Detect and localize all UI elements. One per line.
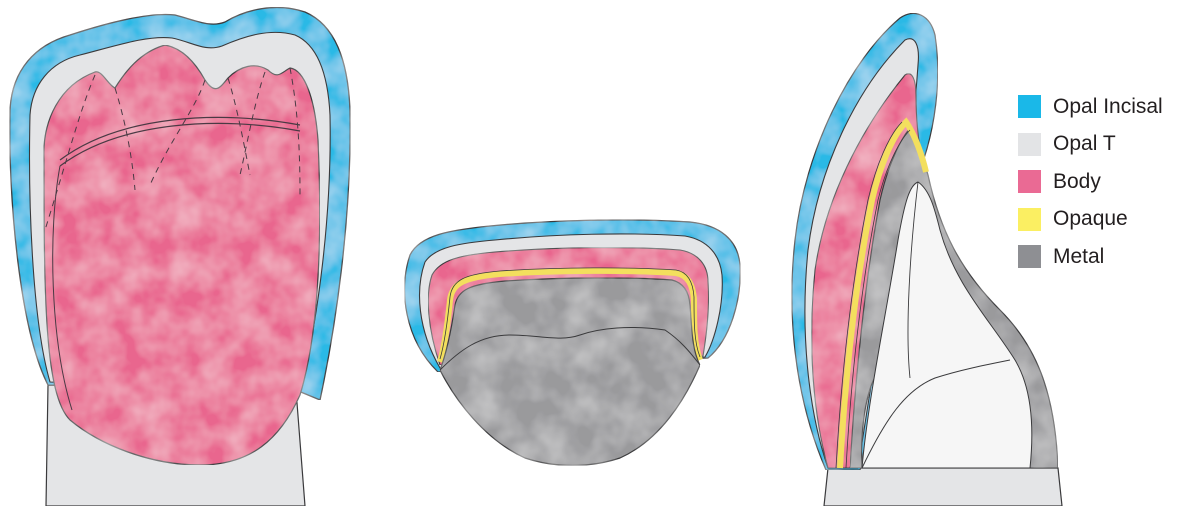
legend-label: Body	[1053, 170, 1101, 194]
metal-swatch	[1018, 245, 1041, 268]
legend-label: Opaque	[1053, 207, 1128, 231]
opaque-swatch	[1018, 208, 1041, 231]
cross-section-view	[405, 220, 741, 466]
opal-incisal-swatch	[1018, 95, 1041, 118]
opal-t-swatch	[1018, 133, 1041, 156]
legend-item-opal-t: Opal T	[1018, 126, 1163, 164]
labial-view	[10, 7, 350, 506]
section-metal-layer	[440, 278, 700, 466]
legend: Opal Incisal Opal T Body Opaque Metal	[1018, 88, 1163, 276]
legend-item-opal-incisal: Opal Incisal	[1018, 88, 1163, 126]
legend-label: Opal T	[1053, 132, 1116, 156]
body-swatch	[1018, 170, 1041, 193]
labial-body-layer	[44, 45, 320, 465]
legend-label: Metal	[1053, 245, 1104, 269]
legend-item-body: Body	[1018, 163, 1163, 201]
legend-item-opaque: Opaque	[1018, 201, 1163, 239]
legend-item-metal: Metal	[1018, 238, 1163, 276]
proximal-root	[824, 468, 1062, 506]
legend-label: Opal Incisal	[1053, 95, 1163, 119]
